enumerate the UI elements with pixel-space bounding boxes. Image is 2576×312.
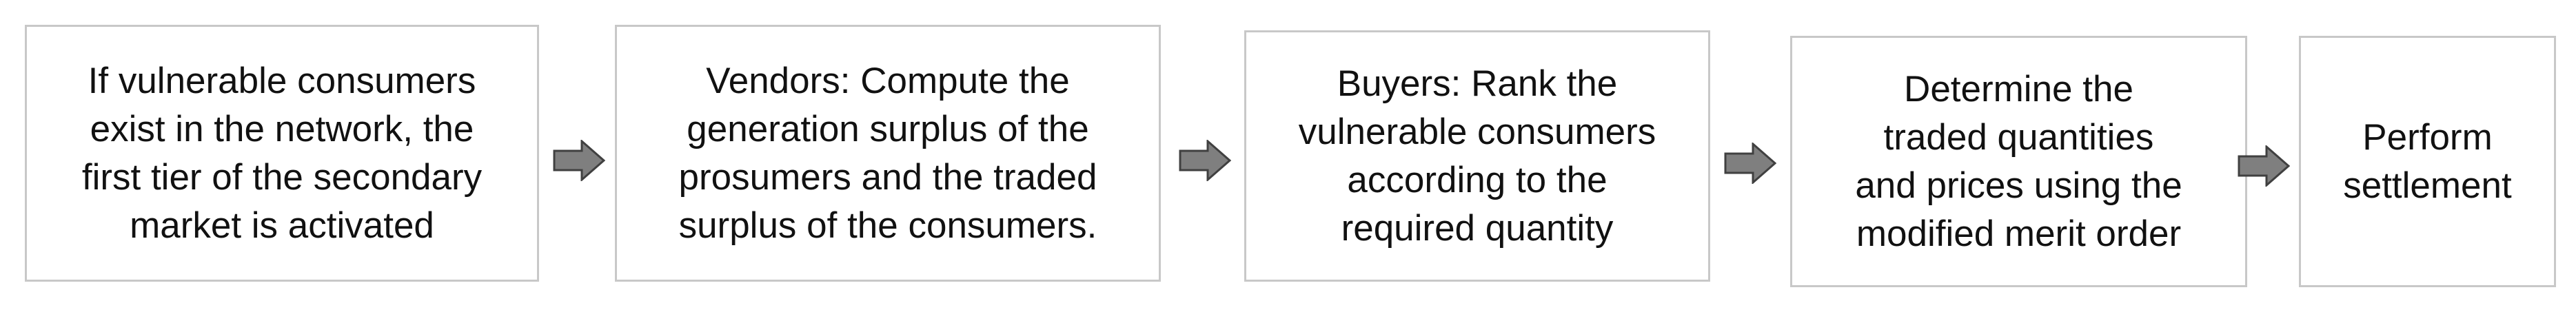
step-box-vendors-compute-surplus: Vendors: Compute the generation surplus … bbox=[615, 25, 1161, 282]
step-text: Buyers: Rank the vulnerable consumers ac… bbox=[1298, 63, 1656, 249]
right-arrow-icon bbox=[2238, 145, 2290, 187]
step-box-determine-quantities-prices: Determine the traded quantities and pric… bbox=[1790, 36, 2247, 287]
step-text: Perform settlement bbox=[2343, 116, 2512, 206]
step-text: Vendors: Compute the generation surplus … bbox=[678, 60, 1097, 246]
step-box-perform-settlement: Perform settlement bbox=[2299, 36, 2556, 287]
right-arrow-icon bbox=[1179, 140, 1231, 181]
step-text: Determine the traded quantities and pric… bbox=[1855, 68, 2182, 254]
right-arrow-icon bbox=[1724, 143, 1776, 184]
right-arrow-icon bbox=[553, 140, 605, 181]
step-box-buyers-rank-consumers: Buyers: Rank the vulnerable consumers ac… bbox=[1244, 30, 1710, 282]
step-box-activate-secondary-market: If vulnerable consumers exist in the net… bbox=[25, 25, 539, 282]
step-text: If vulnerable consumers exist in the net… bbox=[81, 60, 483, 246]
